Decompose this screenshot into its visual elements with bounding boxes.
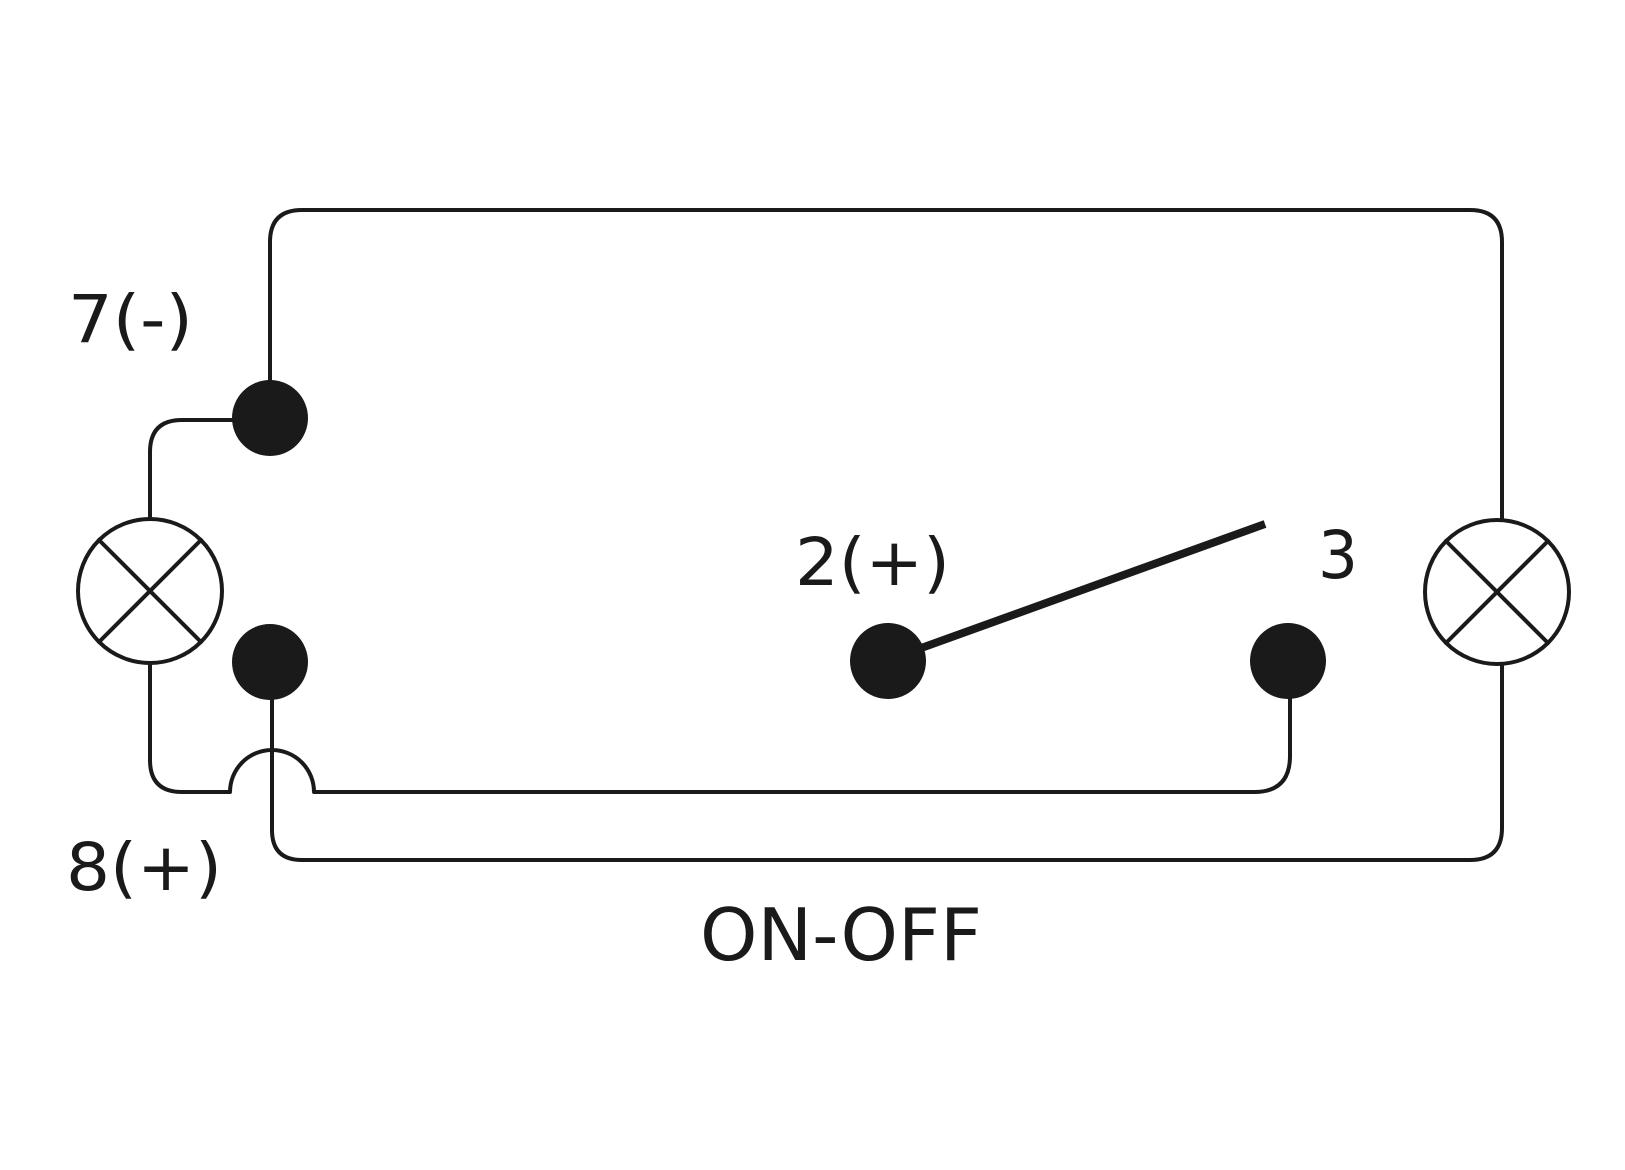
wire-top-loop	[268, 208, 1504, 522]
lamp-left-icon	[76, 517, 224, 665]
terminal-3-icon	[1250, 623, 1326, 699]
label-terminal-3: 3	[1318, 517, 1358, 594]
terminal-2-icon	[850, 623, 926, 699]
wire-7-to-left-lamp	[148, 418, 242, 522]
lamp-right-icon	[1423, 518, 1571, 666]
terminal-8-icon	[232, 624, 308, 700]
label-terminal-2: 2(+)	[795, 524, 950, 601]
diagram-title: ON-OFF	[700, 893, 982, 977]
label-terminal-7: 7(-)	[68, 281, 193, 358]
terminal-7-icon	[232, 380, 308, 456]
switch-lever	[886, 520, 1267, 664]
wire-bottom-loop	[270, 658, 1504, 862]
wire-left-lamp-to-3	[148, 660, 1292, 794]
label-terminal-8: 8(+)	[66, 829, 222, 906]
